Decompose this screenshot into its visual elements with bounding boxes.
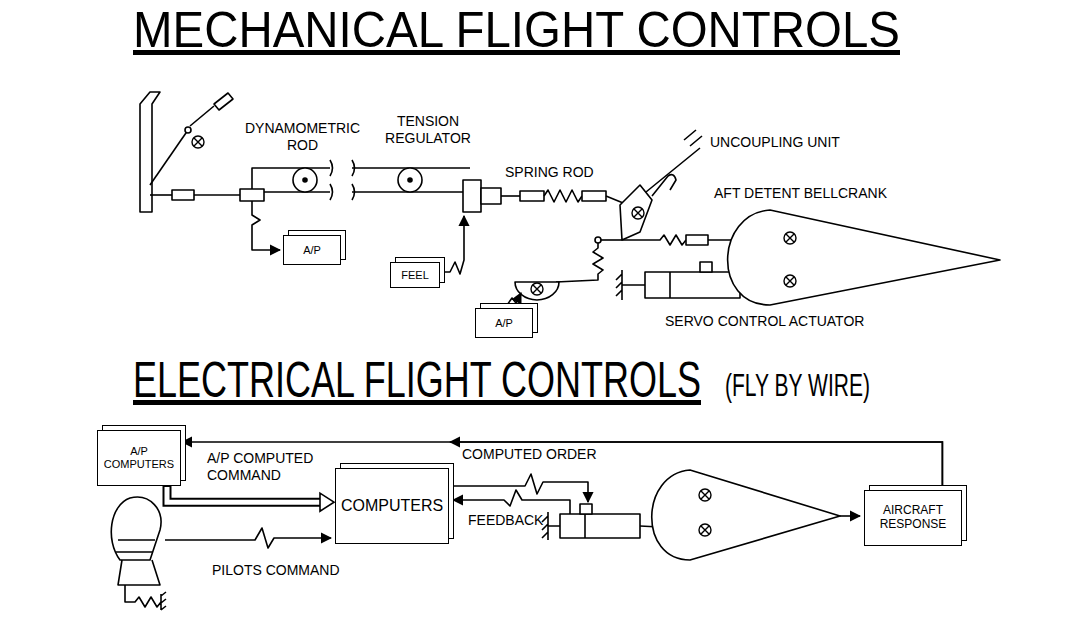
servo-actuator <box>645 272 740 298</box>
control-surface <box>652 470 840 560</box>
diagram-title: MECHANICAL FLIGHT CONTROLS <box>133 0 941 60</box>
box-label: A/P COMPUTERS <box>103 445 175 470</box>
part-label: SPRING ROD <box>505 164 594 181</box>
part-label: DYNAMOMETRIC ROD <box>240 120 365 154</box>
box-label: A/P <box>303 244 321 257</box>
component-box: AIRCRAFT RESPONSE <box>864 490 962 546</box>
part-label: FEEDBACK <box>468 512 543 529</box>
component-box: A/P <box>283 235 341 265</box>
signal-connector <box>182 442 942 490</box>
component-box: A/P <box>475 308 533 338</box>
control-column <box>140 92 160 212</box>
component-box: COMPUTERS <box>335 468 449 544</box>
box-label: FEEL <box>401 269 429 282</box>
box-label: AIRCRAFT RESPONSE <box>870 504 956 532</box>
control-surface <box>728 210 1000 305</box>
signal-connector <box>167 486 334 511</box>
part-label: COMPUTED ORDER <box>462 446 597 463</box>
signal-connector <box>450 442 942 490</box>
box-label: COMPUTERS <box>341 497 443 515</box>
sidestick <box>111 497 161 560</box>
part-label: AFT DETENT BELLCRANK <box>714 185 887 202</box>
component-box: FEEL <box>390 262 440 288</box>
section-heading: (FLY BY WIRE) <box>725 366 945 404</box>
box-label: A/P <box>495 317 513 330</box>
spring <box>544 190 582 202</box>
pulley <box>398 168 422 192</box>
pulley <box>293 168 317 192</box>
bellcrank <box>620 185 652 240</box>
component-box: A/P COMPUTERS <box>97 430 181 486</box>
part-label: PILOTS COMMAND <box>212 562 340 579</box>
part-label: UNCOUPLING UNIT <box>710 134 840 151</box>
cam <box>515 282 559 300</box>
connector-label: A/P COMPUTED COMMAND <box>207 450 337 484</box>
part-label: SERVO CONTROL ACTUATOR <box>665 313 864 330</box>
part-label: TENSION REGULATOR <box>378 113 478 147</box>
